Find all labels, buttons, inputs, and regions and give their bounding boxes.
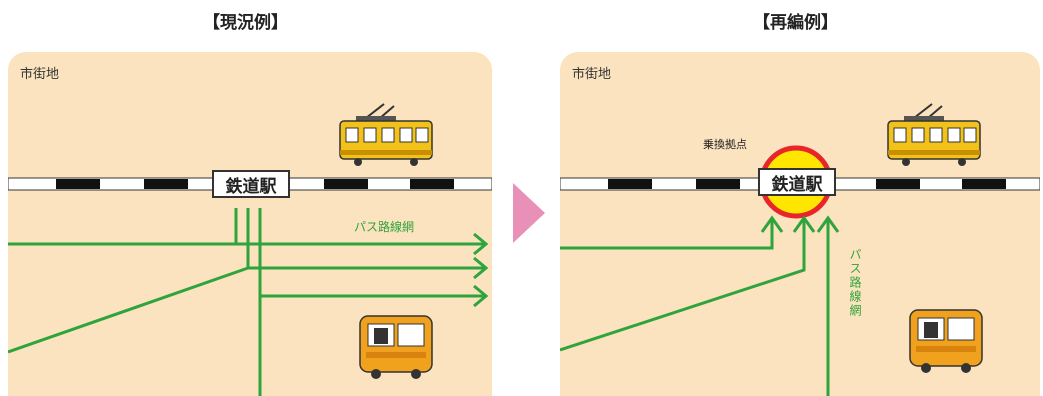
current-route-diagram [8, 103, 492, 396]
urban-area-label: 市街地 [572, 67, 612, 82]
route-arrowheads [473, 232, 489, 308]
bus-routes [8, 208, 484, 396]
bus-route-network-label: パス路線網 [848, 248, 862, 318]
bus-routes [560, 220, 830, 396]
tram-icon [339, 103, 433, 166]
bus-route-network-label: パス路線網 [354, 220, 415, 234]
current-example-panel: 市街地 [8, 52, 492, 396]
route-arrowheads [760, 215, 840, 233]
transfer-hub-label: 乗換拠点 [703, 138, 747, 151]
bus-icon [359, 315, 433, 379]
transition-arrow [513, 183, 545, 243]
bus-icon [909, 309, 983, 373]
reorganized-route-diagram [560, 103, 1040, 396]
tram-icon [887, 103, 981, 166]
current-example-title: 【現況例】 [203, 13, 288, 33]
railway-station-label: 鉄道駅 [758, 168, 836, 196]
urban-area-label: 市街地 [20, 67, 60, 82]
reorganized-example-title: 【再編例】 [753, 13, 838, 33]
reorganized-example-panel: 市街地 [560, 52, 1040, 396]
railway-station-label: 鉄道駅 [212, 170, 290, 198]
